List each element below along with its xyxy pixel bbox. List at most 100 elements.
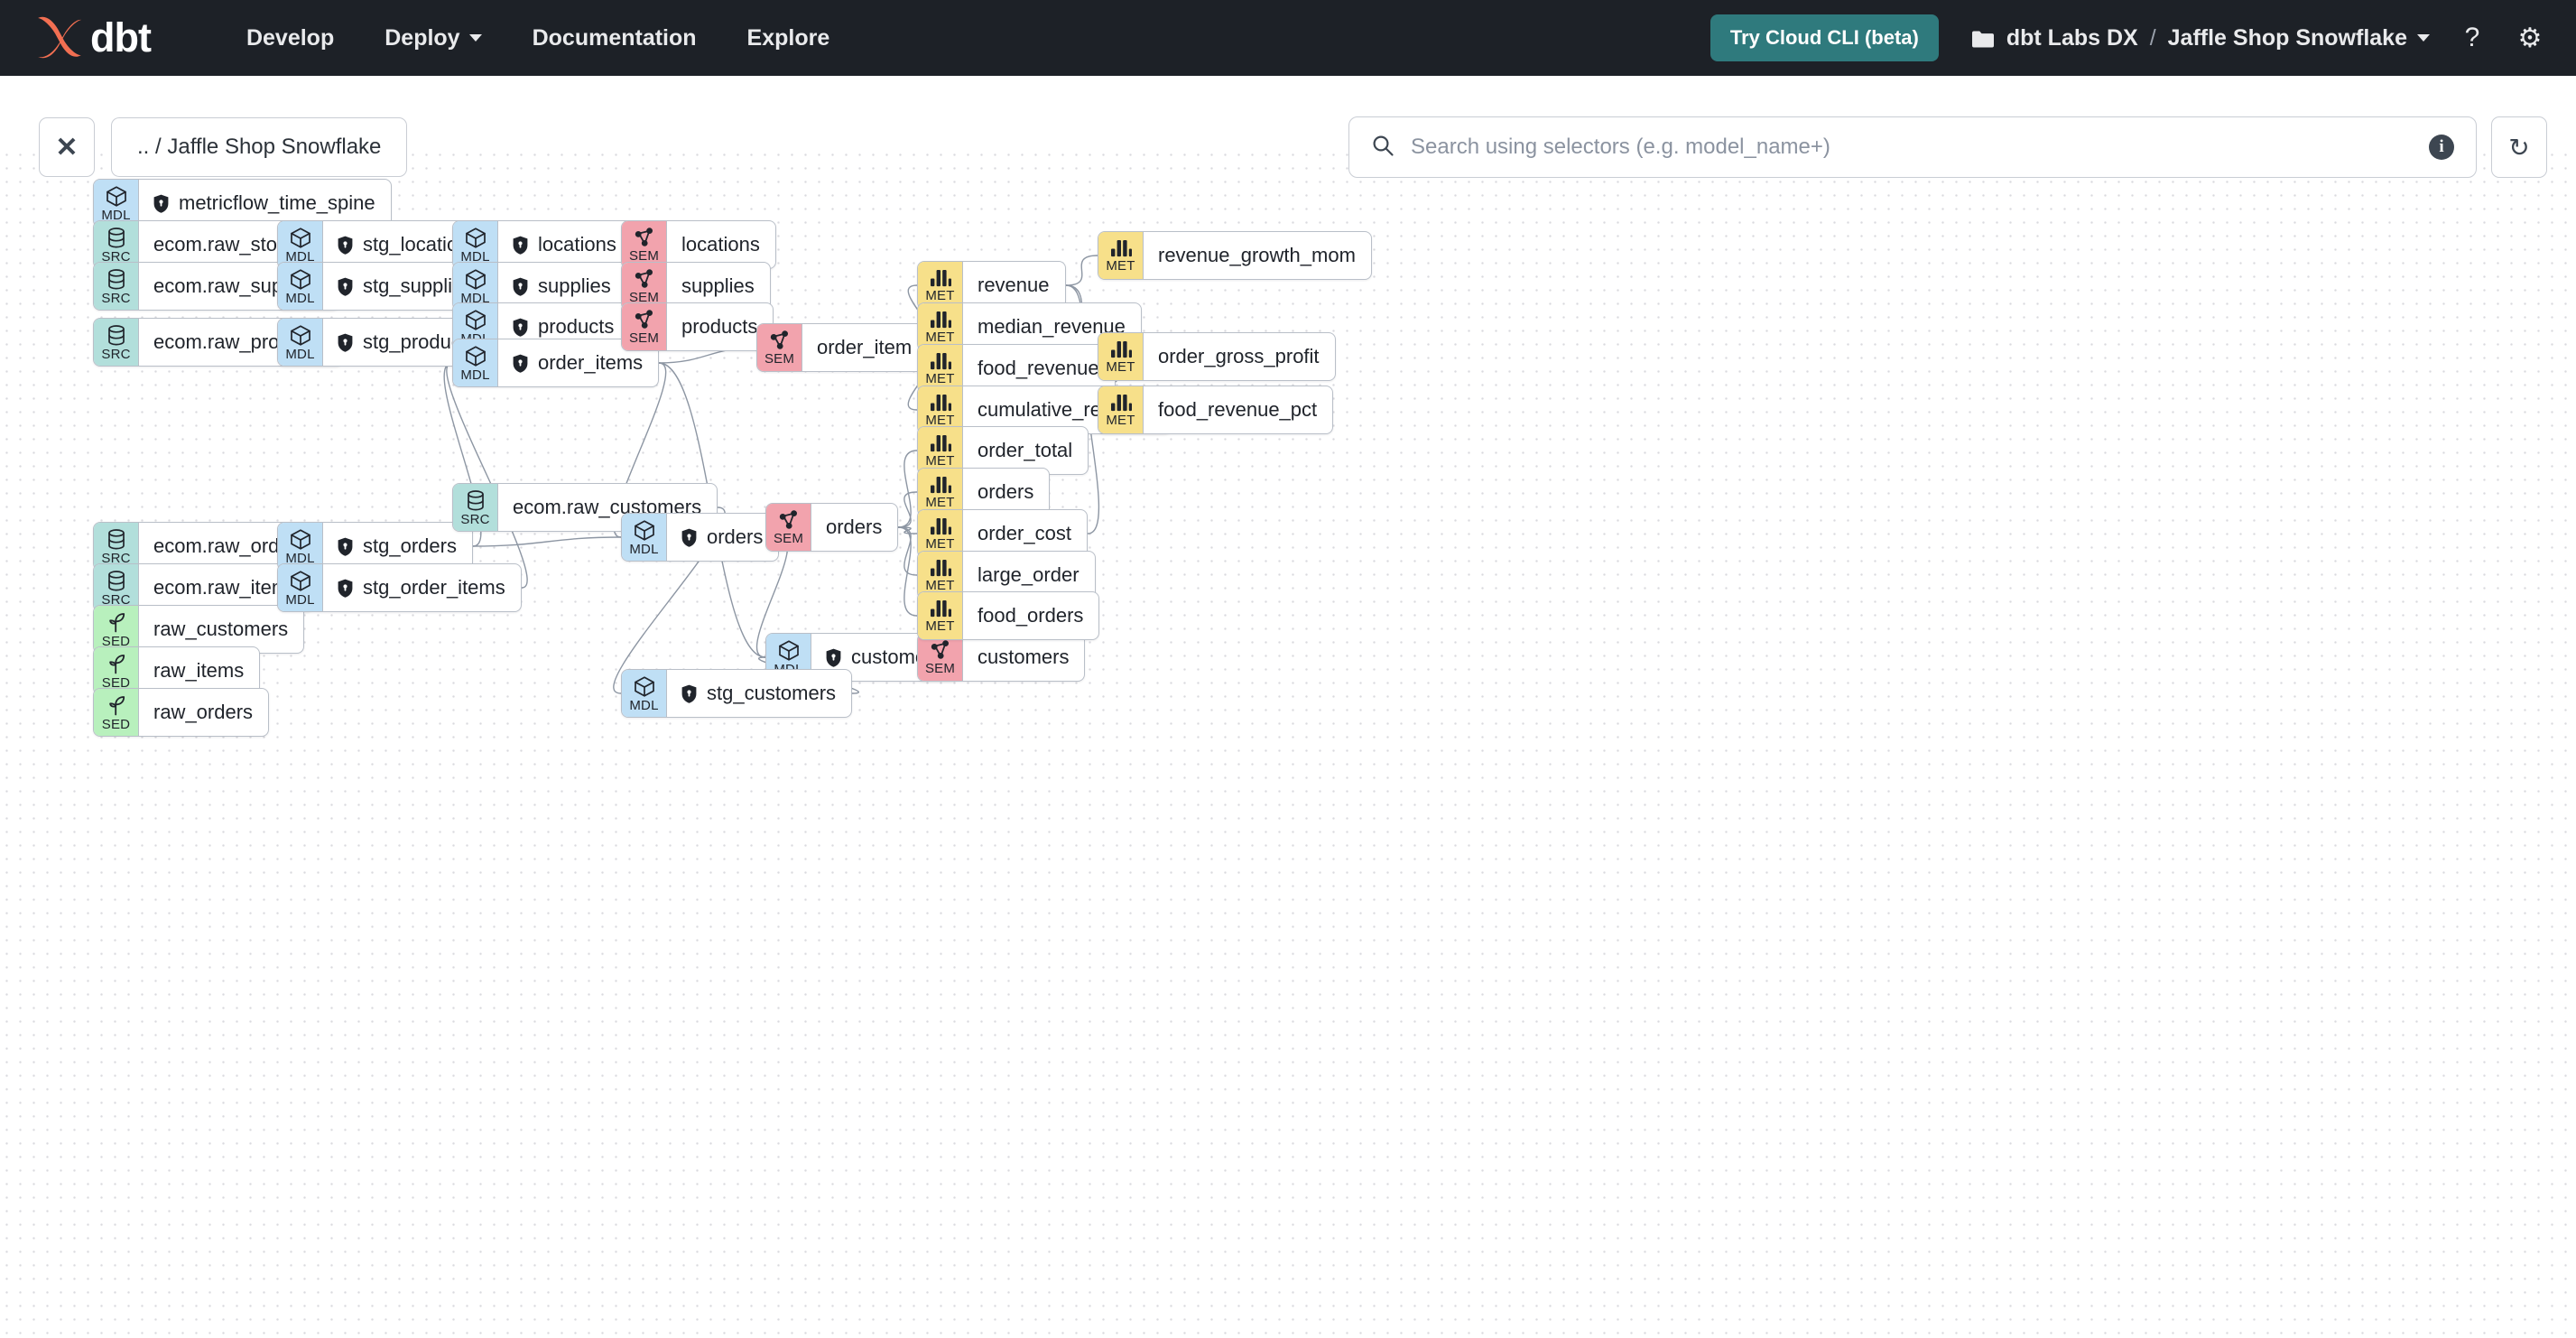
- node-body: metricflow_time_spine: [139, 180, 391, 227]
- lineage-edge: [897, 526, 918, 576]
- node-label: orders: [978, 480, 1034, 503]
- shield-icon: [513, 354, 528, 373]
- breadcrumb-project-selector[interactable]: Jaffle Shop Snowflake: [2168, 25, 2430, 51]
- node-label: stg_customers: [707, 682, 837, 704]
- node-body: stg_locations: [323, 221, 494, 268]
- node-type-tag: MET: [1106, 258, 1135, 274]
- node-body: ecom.raw_orders: [139, 523, 322, 570]
- node-body: stg_supplies: [323, 263, 488, 310]
- search-input[interactable]: [1411, 135, 2413, 160]
- node-label: raw_orders: [153, 701, 254, 723]
- node-type-tag: SED: [101, 716, 131, 732]
- breadcrumb-account[interactable]: dbt Labs DX: [2006, 24, 2138, 51]
- breadcrumb[interactable]: .. / Jaffle Shop Snowflake: [111, 117, 408, 177]
- node-type-tag: MDL: [460, 290, 490, 306]
- node-type-tag: MET: [925, 618, 955, 634]
- node-body: products: [667, 303, 773, 350]
- node-type-tag: MET: [925, 578, 955, 593]
- close-icon[interactable]: ✕: [39, 117, 95, 177]
- search-bar[interactable]: i: [1348, 116, 2477, 178]
- lineage-edge: [472, 536, 622, 547]
- try-cloud-cli-button[interactable]: Try Cloud CLI (beta): [1710, 14, 1939, 61]
- node-type-tag: MDL: [101, 207, 131, 223]
- sed-type-icon: SED: [94, 647, 139, 694]
- shield-icon: [153, 194, 169, 213]
- node-type-tag: SRC: [101, 591, 131, 608]
- node-type-tag: MDL: [460, 248, 490, 265]
- search-icon: [1371, 134, 1395, 162]
- help-icon[interactable]: ?: [2464, 23, 2480, 52]
- node-label: orders: [707, 525, 764, 548]
- met-type-icon: MET: [1098, 386, 1144, 433]
- graph-node-sem_products[interactable]: SEM products: [621, 302, 774, 351]
- met-type-icon: MET: [918, 262, 963, 309]
- breadcrumb-project-label: Jaffle Shop Snowflake: [2167, 24, 2407, 51]
- info-icon[interactable]: i: [2429, 135, 2454, 160]
- met-type-icon: MET: [918, 469, 963, 516]
- node-body: products: [498, 303, 629, 350]
- node-body: raw_orders: [139, 689, 268, 736]
- graph-node-metricflow_time_spine[interactable]: MDL metricflow_time_spine: [93, 179, 392, 228]
- node-label: food_revenue: [978, 357, 1099, 379]
- src-type-icon: SRC: [94, 564, 139, 611]
- sem-type-icon: SEM: [918, 634, 963, 681]
- node-type-tag: SEM: [628, 330, 660, 346]
- primary-nav: Develop Deploy Documentation Explore: [221, 16, 855, 60]
- node-type-tag: MET: [925, 413, 955, 428]
- mdl-type-icon: MDL: [453, 263, 498, 310]
- met-type-icon: MET: [918, 552, 963, 599]
- lineage-graph-canvas[interactable]: MDL metricflow_time_spine SRC ecom.raw_sto…: [0, 148, 2576, 1338]
- src-type-icon: SRC: [94, 523, 139, 570]
- node-type-tag: MDL: [285, 550, 315, 566]
- met-type-icon: MET: [918, 345, 963, 392]
- node-label: ecom.raw_stores: [153, 233, 305, 256]
- refresh-icon[interactable]: ↻: [2491, 116, 2547, 178]
- sem-type-icon: SEM: [622, 303, 667, 350]
- nav-link-explore[interactable]: Explore: [722, 16, 856, 60]
- node-body: orders: [963, 469, 1049, 516]
- nav-right-cluster: Try Cloud CLI (beta) dbt Labs DX / Jaffl…: [1710, 14, 2576, 61]
- gear-icon[interactable]: ⚙: [2517, 23, 2543, 53]
- node-type-tag: SRC: [460, 511, 490, 527]
- dbt-logo[interactable]: dbt: [32, 13, 152, 63]
- src-type-icon: SRC: [94, 319, 139, 366]
- node-body: raw_items: [139, 647, 259, 694]
- graph-node-met_food_revenue[interactable]: MET food_revenue: [917, 344, 1116, 393]
- node-body: order_item: [802, 324, 927, 371]
- node-type-tag: MET: [925, 453, 955, 469]
- met-type-icon: MET: [1098, 232, 1144, 279]
- dbt-logo-icon: [32, 13, 85, 63]
- node-body: order_items: [498, 339, 658, 386]
- nav-link-documentation[interactable]: Documentation: [507, 16, 722, 60]
- lineage-toolbar: ✕ .. / Jaffle Shop Snowflake i ↻: [0, 76, 2576, 178]
- node-label: median_revenue: [978, 315, 1126, 338]
- node-label: revenue_growth_mom: [1158, 244, 1356, 266]
- node-label: stg_locations: [363, 233, 479, 256]
- graph-node-raw_orders[interactable]: SED raw_orders: [93, 688, 270, 737]
- node-body: raw_customers: [139, 606, 303, 653]
- graph-node-met_revenue_growth_mom[interactable]: MET revenue_growth_mom: [1098, 231, 1372, 280]
- node-body: orders: [667, 514, 778, 561]
- node-label: orders: [826, 516, 883, 538]
- node-type-tag: MDL: [285, 346, 315, 362]
- node-label: supplies: [681, 274, 755, 297]
- node-type-tag: SRC: [101, 290, 131, 306]
- node-type-tag: SRC: [101, 248, 131, 265]
- nav-link-develop[interactable]: Develop: [221, 16, 359, 60]
- nav-link-deploy[interactable]: Deploy: [359, 16, 506, 60]
